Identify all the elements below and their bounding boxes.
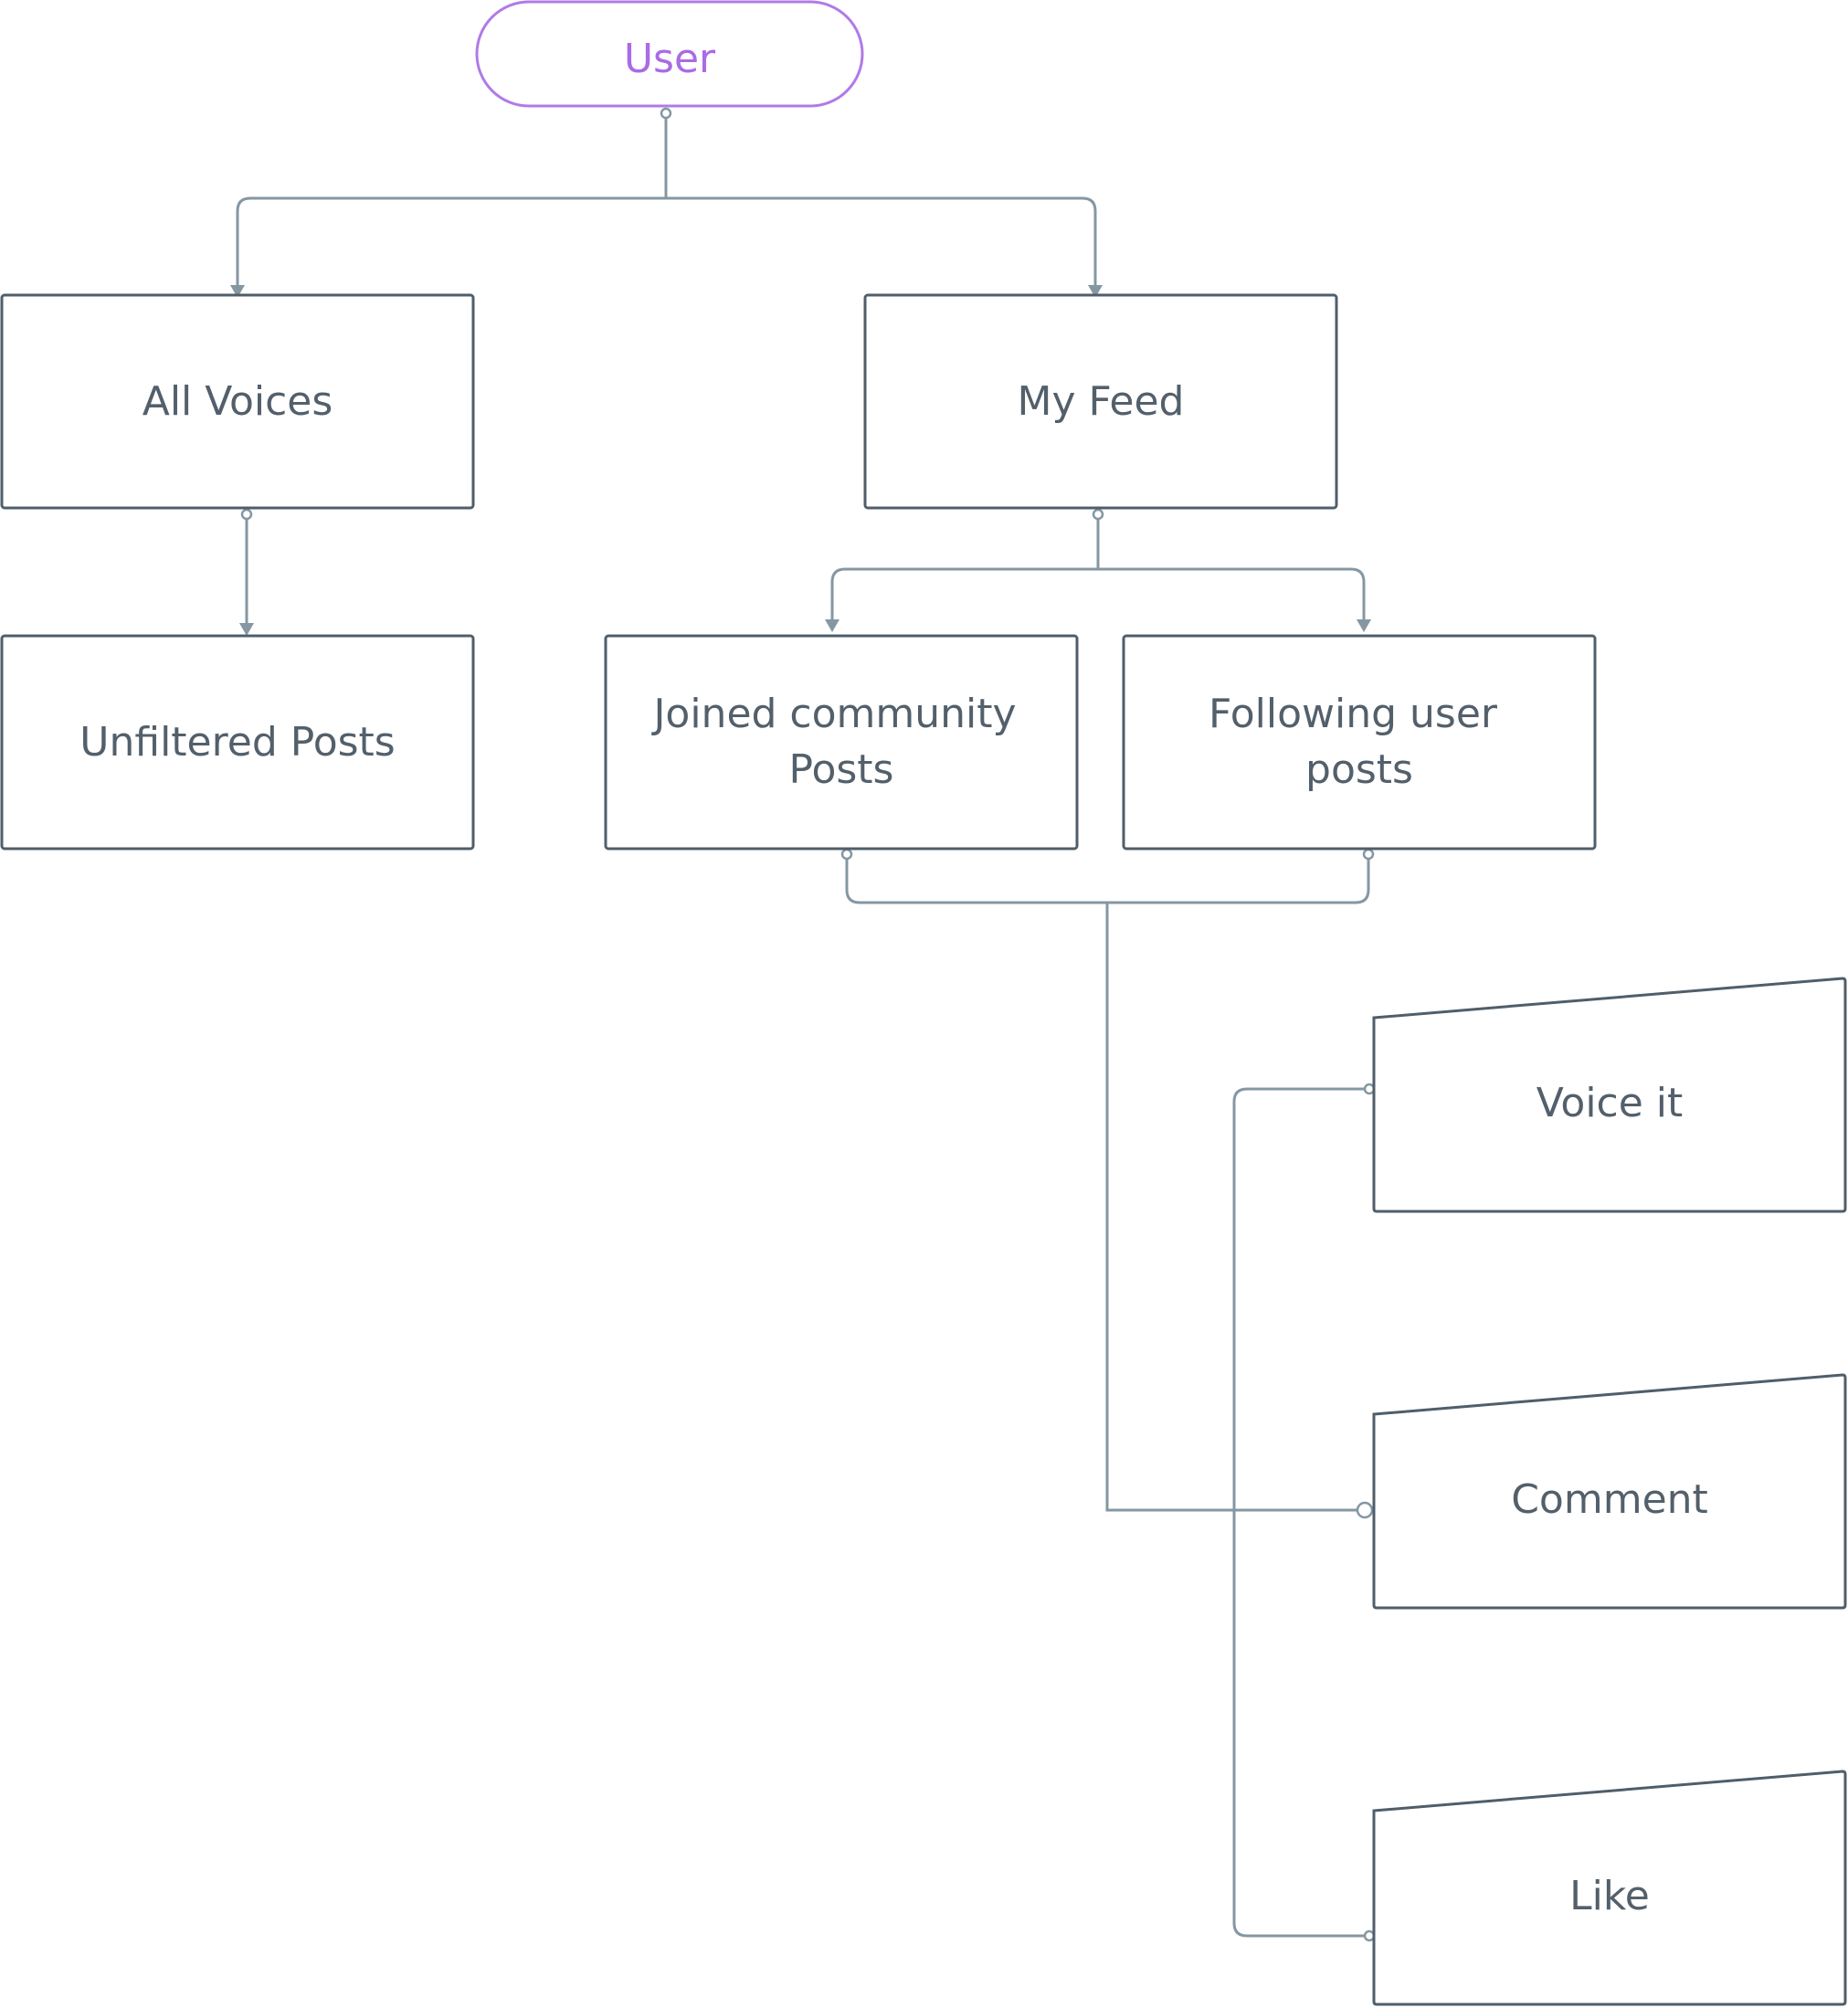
my-feed-box bbox=[863, 293, 1338, 510]
port-all-voices-bottom bbox=[240, 508, 253, 521]
node-like: Like bbox=[1372, 1770, 1847, 2006]
user-label: User bbox=[624, 36, 716, 82]
port-joined-bottom bbox=[840, 848, 853, 861]
edge-voice-it-to-like bbox=[1232, 1087, 1369, 1938]
edge-my-feed-to-following bbox=[1098, 567, 1366, 619]
following-user-posts-line-2: posts bbox=[1305, 746, 1413, 793]
node-user: User bbox=[475, 0, 864, 108]
arrow-to-joined bbox=[825, 619, 840, 632]
node-following-user-posts: Following user posts bbox=[1122, 634, 1597, 851]
edges bbox=[230, 107, 1376, 1942]
node-voice-it: Voice it bbox=[1372, 977, 1847, 1213]
all-voices-box bbox=[0, 293, 475, 510]
comment-manual-input-shape bbox=[1372, 1373, 1847, 1610]
unfiltered-posts-label: Unfiltered Posts bbox=[79, 719, 395, 766]
arrow-to-following bbox=[1357, 619, 1371, 632]
node-comment: Comment bbox=[1372, 1373, 1847, 1610]
edge-joined-down bbox=[845, 854, 1107, 904]
joined-community-posts-box bbox=[604, 634, 1079, 851]
edge-to-comment bbox=[1105, 903, 1357, 1512]
node-all-voices: All Voices bbox=[0, 293, 475, 510]
joined-community-posts-label: Joined community Posts bbox=[650, 691, 1029, 793]
voice-it-label: Voice it bbox=[1536, 1080, 1684, 1126]
joined-community-posts-line-2: Posts bbox=[789, 746, 894, 793]
following-user-posts-label: Following user posts bbox=[1209, 691, 1510, 793]
joined-community-posts-line-1: Joined community bbox=[650, 691, 1016, 737]
unfiltered-posts-box bbox=[0, 634, 475, 851]
node-unfiltered-posts: Unfiltered Posts bbox=[0, 634, 475, 851]
user-terminal-shape bbox=[475, 0, 864, 108]
arrow-to-all-voices bbox=[230, 285, 245, 298]
node-joined-community-posts: Joined community Posts bbox=[604, 634, 1079, 851]
port-my-feed-bottom bbox=[1092, 508, 1104, 521]
following-user-posts-line-1: Following user bbox=[1209, 691, 1498, 737]
edge-user-to-all-voices bbox=[236, 196, 666, 285]
arrow-to-my-feed bbox=[1088, 285, 1103, 298]
edge-following-down bbox=[1107, 854, 1370, 904]
all-voices-label: All Voices bbox=[143, 378, 333, 425]
port-user-bottom bbox=[660, 107, 672, 120]
my-feed-label: My Feed bbox=[1018, 378, 1185, 425]
comment-label: Comment bbox=[1511, 1476, 1708, 1523]
like-label: Like bbox=[1569, 1873, 1650, 1919]
arrow-to-unfiltered bbox=[239, 623, 254, 636]
edge-my-feed-to-joined bbox=[830, 567, 1098, 619]
port-comment-left bbox=[1356, 1501, 1374, 1519]
following-user-posts-box bbox=[1122, 634, 1597, 851]
edge-user-to-my-feed bbox=[666, 196, 1097, 285]
node-my-feed: My Feed bbox=[863, 293, 1338, 510]
voice-it-manual-input-shape bbox=[1372, 977, 1847, 1213]
port-following-bottom bbox=[1362, 848, 1375, 861]
like-manual-input-shape bbox=[1372, 1770, 1847, 2006]
